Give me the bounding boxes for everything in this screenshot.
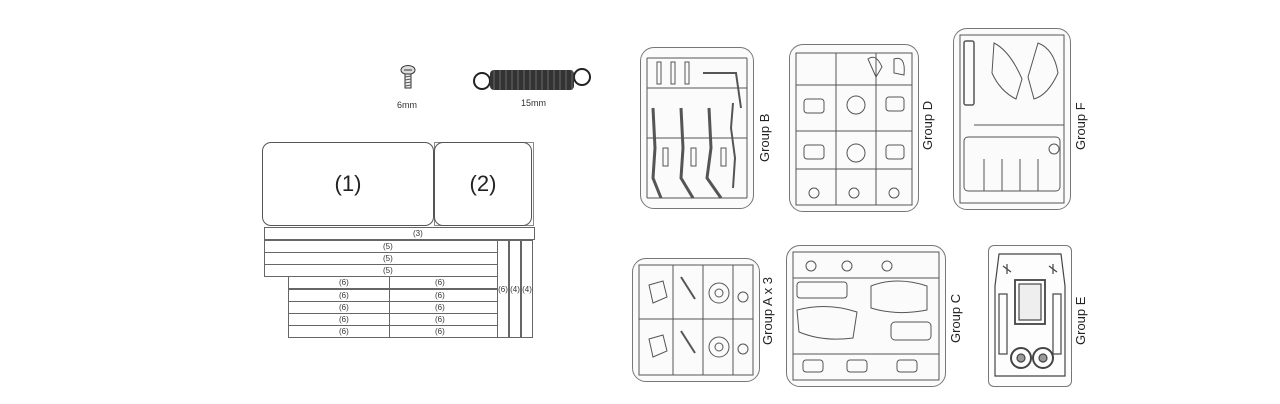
spring-icon <box>473 68 591 90</box>
sprue-group-c-parts-icon <box>792 251 940 381</box>
pad-2-label: (2) <box>469 171 497 196</box>
spring-part <box>470 64 594 94</box>
sprue-group-e <box>988 245 1072 387</box>
sprue-group-a <box>632 258 760 382</box>
sprue-group-f-parts-icon <box>959 34 1065 204</box>
strip-6-left-label: (6) <box>339 278 349 287</box>
strip-5-c-label: (5) <box>383 266 393 275</box>
strip-6-left-label: (6) <box>339 291 349 300</box>
group-e-label: Group E <box>1073 296 1088 345</box>
vertical-strip-4-a: (4) <box>509 240 521 338</box>
strip-6-right-label: (6) <box>435 315 445 324</box>
strip-6-row-1: (6) (6) <box>288 276 498 289</box>
screw-part <box>399 65 417 91</box>
pad-1-label: (1) <box>334 171 362 196</box>
group-a-label: Group A x 3 <box>760 277 775 345</box>
sprue-group-f <box>953 28 1071 210</box>
strip-6-row-5: (6) (6) <box>288 325 498 338</box>
group-b-label: Group B <box>757 113 772 162</box>
sprue-group-b-parts-icon <box>646 57 748 199</box>
vertical-strip-6-label: (6) <box>498 284 508 294</box>
sprue-group-b <box>640 47 754 209</box>
spring-size-label: 15mm <box>521 98 547 108</box>
strip-6-left-label: (6) <box>339 303 349 312</box>
pad-2: (2) <box>434 142 532 226</box>
pad-1: (1) <box>262 142 434 226</box>
strip-6-left-label: (6) <box>339 327 349 336</box>
sprue-group-d <box>789 44 919 212</box>
strip-3: (3) <box>264 227 535 240</box>
strip-6-right-label: (6) <box>435 291 445 300</box>
sprue-group-a-parts-icon <box>638 264 754 376</box>
strip-6-right-label: (6) <box>435 303 445 312</box>
strip-6-divider <box>389 276 390 338</box>
strip-5-b-label: (5) <box>383 254 393 263</box>
group-c-label: Group C <box>948 293 963 343</box>
sprue-group-c <box>786 245 946 387</box>
sprue-group-e-parts-icon <box>994 253 1066 377</box>
strip-3-label: (3) <box>413 229 423 238</box>
vertical-strip-6: (6) <box>497 240 509 338</box>
group-f-label: Group F <box>1073 102 1088 150</box>
screw-icon <box>400 65 416 89</box>
strip-5-a-label: (5) <box>383 242 393 251</box>
screw-size-label: 6mm <box>397 100 417 110</box>
strip-6-left-label: (6) <box>339 315 349 324</box>
vertical-strip-4-a-label: (4) <box>510 284 520 294</box>
strip-6-right-label: (6) <box>435 278 445 287</box>
group-d-label: Group D <box>920 100 935 150</box>
vertical-strip-4-b: (4) <box>521 240 533 338</box>
sprue-group-d-parts-icon <box>795 52 913 206</box>
strip-6-right-label: (6) <box>435 327 445 336</box>
vertical-strip-4-b-label: (4) <box>522 284 532 294</box>
